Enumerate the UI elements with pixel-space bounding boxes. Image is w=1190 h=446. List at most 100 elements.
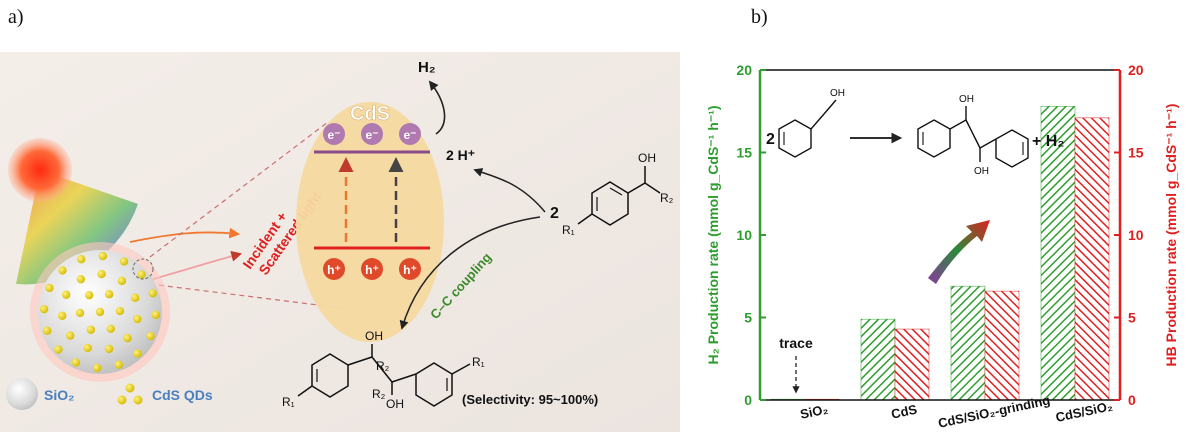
product-r1-right: R₁ [472,355,485,369]
bar-hb-3 [1074,117,1110,401]
product-r2-bottom: R₂ [372,387,386,401]
proton-release-arrow [473,168,546,213]
inset-reactant-oh: OH [830,88,845,99]
left-y-tick-label: 10 [736,227,752,243]
cds-qd-dot [137,270,146,279]
cds-qd-dot [71,358,81,367]
electron-label: e⁻ [327,128,340,142]
coupling-arrow [399,216,541,330]
hole-group: h⁺ h⁺ h⁺ [323,258,421,280]
cds-qd-dot [115,306,125,316]
bar-h2-3 [1040,106,1076,401]
light-source-icon [8,138,72,202]
hole-label: h⁺ [365,263,379,277]
left-y-tick-label: 0 [744,392,752,408]
electron-label: e⁻ [403,128,416,142]
cds-qd-dot [66,331,75,340]
cds-qd-dots [39,251,161,373]
cds-qd-dot [106,324,116,334]
cds-qd-dot [123,333,132,343]
cds-qd-dot [57,311,67,320]
bar-h2-2 [950,285,986,401]
cds-qd-dot [133,314,142,324]
cds-qd-dot [114,360,123,369]
hole-label: h⁺ [403,263,417,277]
inset-product-oh-top: OH [959,94,974,105]
right-y-axis-label: HB Production rate (mmol g_CdS⁻¹ h⁻¹) [1163,104,1179,367]
cds-qd-dot [77,255,86,264]
cds-ellipse [296,102,444,342]
right-y-tick-label: 20 [1128,62,1144,78]
left-y-axis-label: H₂ Production rate (mmol g_CdS⁻¹ h⁻¹) [705,106,721,365]
cds-qd-dot [75,308,85,318]
cds-qd-dot [54,345,63,354]
legend-cds-qd-icon [117,383,143,405]
legend-cds-label: CdS QDs [152,387,213,403]
x-tick-label: SiO₂ [799,401,830,422]
panel-b-label: b) [751,6,768,28]
cds-qd-dot [43,326,52,335]
left-y-tick-label: 20 [736,62,752,78]
hole-icon [323,258,345,280]
cds-qd-dot [95,307,105,317]
zoom-circle [132,258,154,280]
right-y-tick-label: 0 [1128,392,1136,408]
reactant-r1: R₁ [562,223,575,237]
reactant-oh: OH [638,151,656,165]
inset-plus-h2: + H₂ [1032,133,1064,150]
product-r2-top: R₂ [376,359,390,373]
h2-arrow [428,80,446,135]
electron-icon [399,123,421,145]
inset-coefficient: 2 [766,131,775,148]
cds-qd-dot [117,276,127,286]
cds-qd-dot [83,343,92,353]
cds-qd-dot [39,304,49,314]
h2-product: H₂ [418,59,436,76]
reactant-coefficient: 2 [550,205,559,222]
zoom-line-top [149,121,329,258]
cds-qd-dot [84,290,94,300]
cds-qd-dot [45,283,54,293]
cds-qd-dot [146,331,155,341]
legend-sio2-icon [6,378,38,410]
product-molecule [297,344,471,407]
cds-qd-dot [97,269,106,279]
product-oh-bottom: OH [386,397,404,411]
panel-a-label: a) [8,6,24,28]
cds-qd-dot [133,349,142,358]
mechanism-scheme: Incident + Scattered light CdS e⁻ e⁻ e⁻ … [0,52,680,432]
cds-qd-dot [98,251,108,261]
bar-hb-1 [894,328,930,401]
cds-qd-dot [76,274,86,284]
electron-icon [361,123,383,145]
electron-group: e⁻ e⁻ e⁻ [323,123,421,145]
bar-h2-1 [860,318,896,401]
reactant-r2: R₂ [660,191,674,205]
trace-annotation: trace [779,335,813,351]
hole-icon [361,258,383,280]
inset-reactant [778,99,837,158]
cds-qd-dot [104,290,114,299]
bar-hb-2 [984,290,1020,401]
selectivity-label: (Selectivity: 95~100%) [462,392,598,407]
right-y-tick-label: 15 [1128,145,1144,161]
product-r1-left: R₁ [282,395,295,409]
cds-qd-dot [104,344,114,354]
product-oh-top: OH [365,329,383,343]
x-tick-label: CdS/SiO₂ [1054,398,1114,425]
cds-qd-dot [61,290,71,299]
proton-label: 2 H⁺ [446,147,475,163]
electron-icon [323,123,345,145]
legend-sio2-label: SiO₂ [44,387,74,403]
cds-qd-dot [148,289,157,298]
electron-label: e⁻ [365,128,378,142]
cds-qd-dot [86,325,96,334]
right-y-tick-label: 5 [1128,310,1136,326]
inset-product [917,106,1029,168]
bar-marks [770,106,1110,401]
left-y-tick-label: 15 [736,145,752,161]
cds-qd-dot [119,257,129,266]
cds-qd-dot [58,266,67,275]
left-y-tick-label: 5 [744,310,752,326]
